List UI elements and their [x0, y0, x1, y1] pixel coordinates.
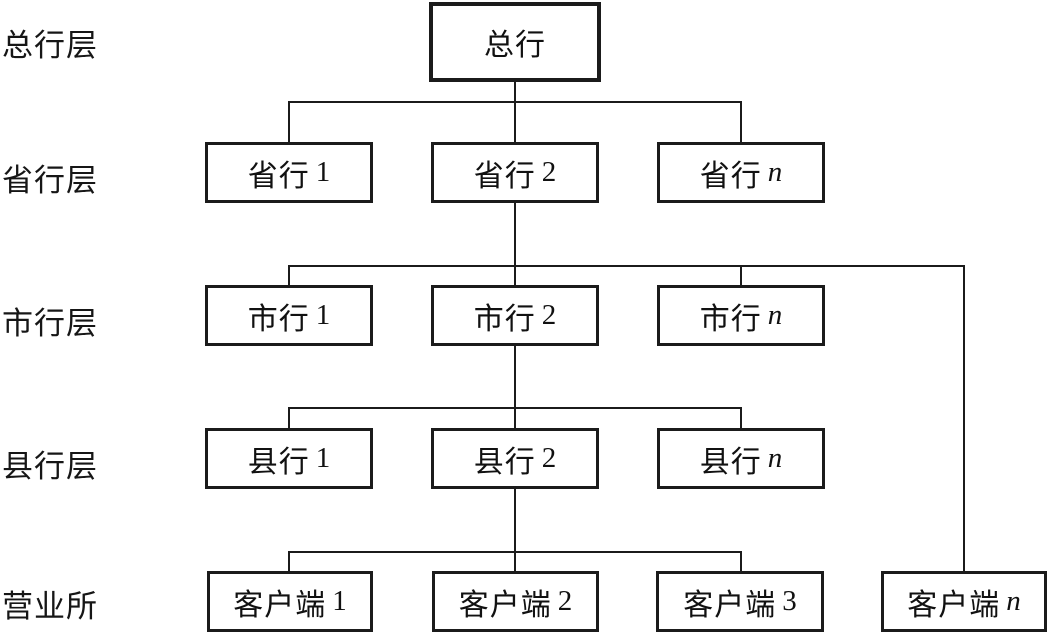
node-index: 1 — [332, 585, 347, 617]
node-label: 客户端 — [458, 588, 552, 622]
row-label-county-bank-level: 县行层 — [2, 449, 98, 484]
connector-head-to-provincial-2 — [514, 82, 516, 143]
node-label: 县行 — [473, 445, 536, 479]
row-label-city-bank-level: 市行层 — [2, 306, 98, 341]
node-index: 1 — [315, 442, 331, 474]
node-label: 县行 — [699, 445, 762, 479]
node-label: 市行 — [473, 302, 536, 336]
connector-drop-provincial-1 — [288, 101, 290, 143]
connector-drop-client-3 — [740, 551, 742, 572]
node-label: 省行 — [473, 159, 536, 193]
node-label: 总行 — [484, 29, 546, 62]
node-index: n — [1006, 585, 1021, 617]
node-label: 市行 — [247, 302, 310, 336]
connector-city-2-to-county-2 — [514, 346, 516, 429]
node-label: 客户端 — [233, 588, 327, 622]
node-index: n — [767, 299, 783, 331]
connector-drop-city-n — [740, 265, 742, 286]
node-head-office: 总行 — [429, 2, 601, 82]
node-label: 客户端 — [683, 588, 777, 622]
node-index: n — [767, 156, 783, 188]
connector-bus-city-level — [288, 265, 965, 267]
row-label-business-office-level: 营业所 — [2, 589, 98, 624]
node-index: 1 — [315, 299, 331, 331]
node-index: n — [767, 442, 783, 474]
node-index: 3 — [782, 585, 797, 617]
connector-provincial-2-to-city-2 — [514, 203, 516, 286]
node-label: 省行 — [247, 159, 310, 193]
connector-county-2-to-client-2 — [514, 489, 516, 572]
row-label-provincial-bank-level: 省行层 — [2, 163, 98, 198]
node-label: 客户端 — [907, 588, 1001, 622]
node-index: 2 — [541, 156, 557, 188]
node-label: 县行 — [247, 445, 310, 479]
connector-drop-client-n — [963, 265, 965, 572]
connector-drop-provincial-n — [740, 101, 742, 143]
connector-drop-county-1 — [288, 407, 290, 429]
node-index: 2 — [541, 442, 557, 474]
node-index: 1 — [315, 156, 331, 188]
row-label-head-office-level: 总行层 — [2, 28, 98, 63]
connector-drop-city-1 — [288, 265, 290, 286]
node-label: 市行 — [699, 302, 762, 336]
connector-drop-client-1 — [288, 551, 290, 572]
node-index: 2 — [557, 585, 573, 617]
node-label: 省行 — [699, 159, 762, 193]
node-index: 2 — [541, 299, 557, 331]
connector-drop-county-n — [740, 407, 742, 429]
